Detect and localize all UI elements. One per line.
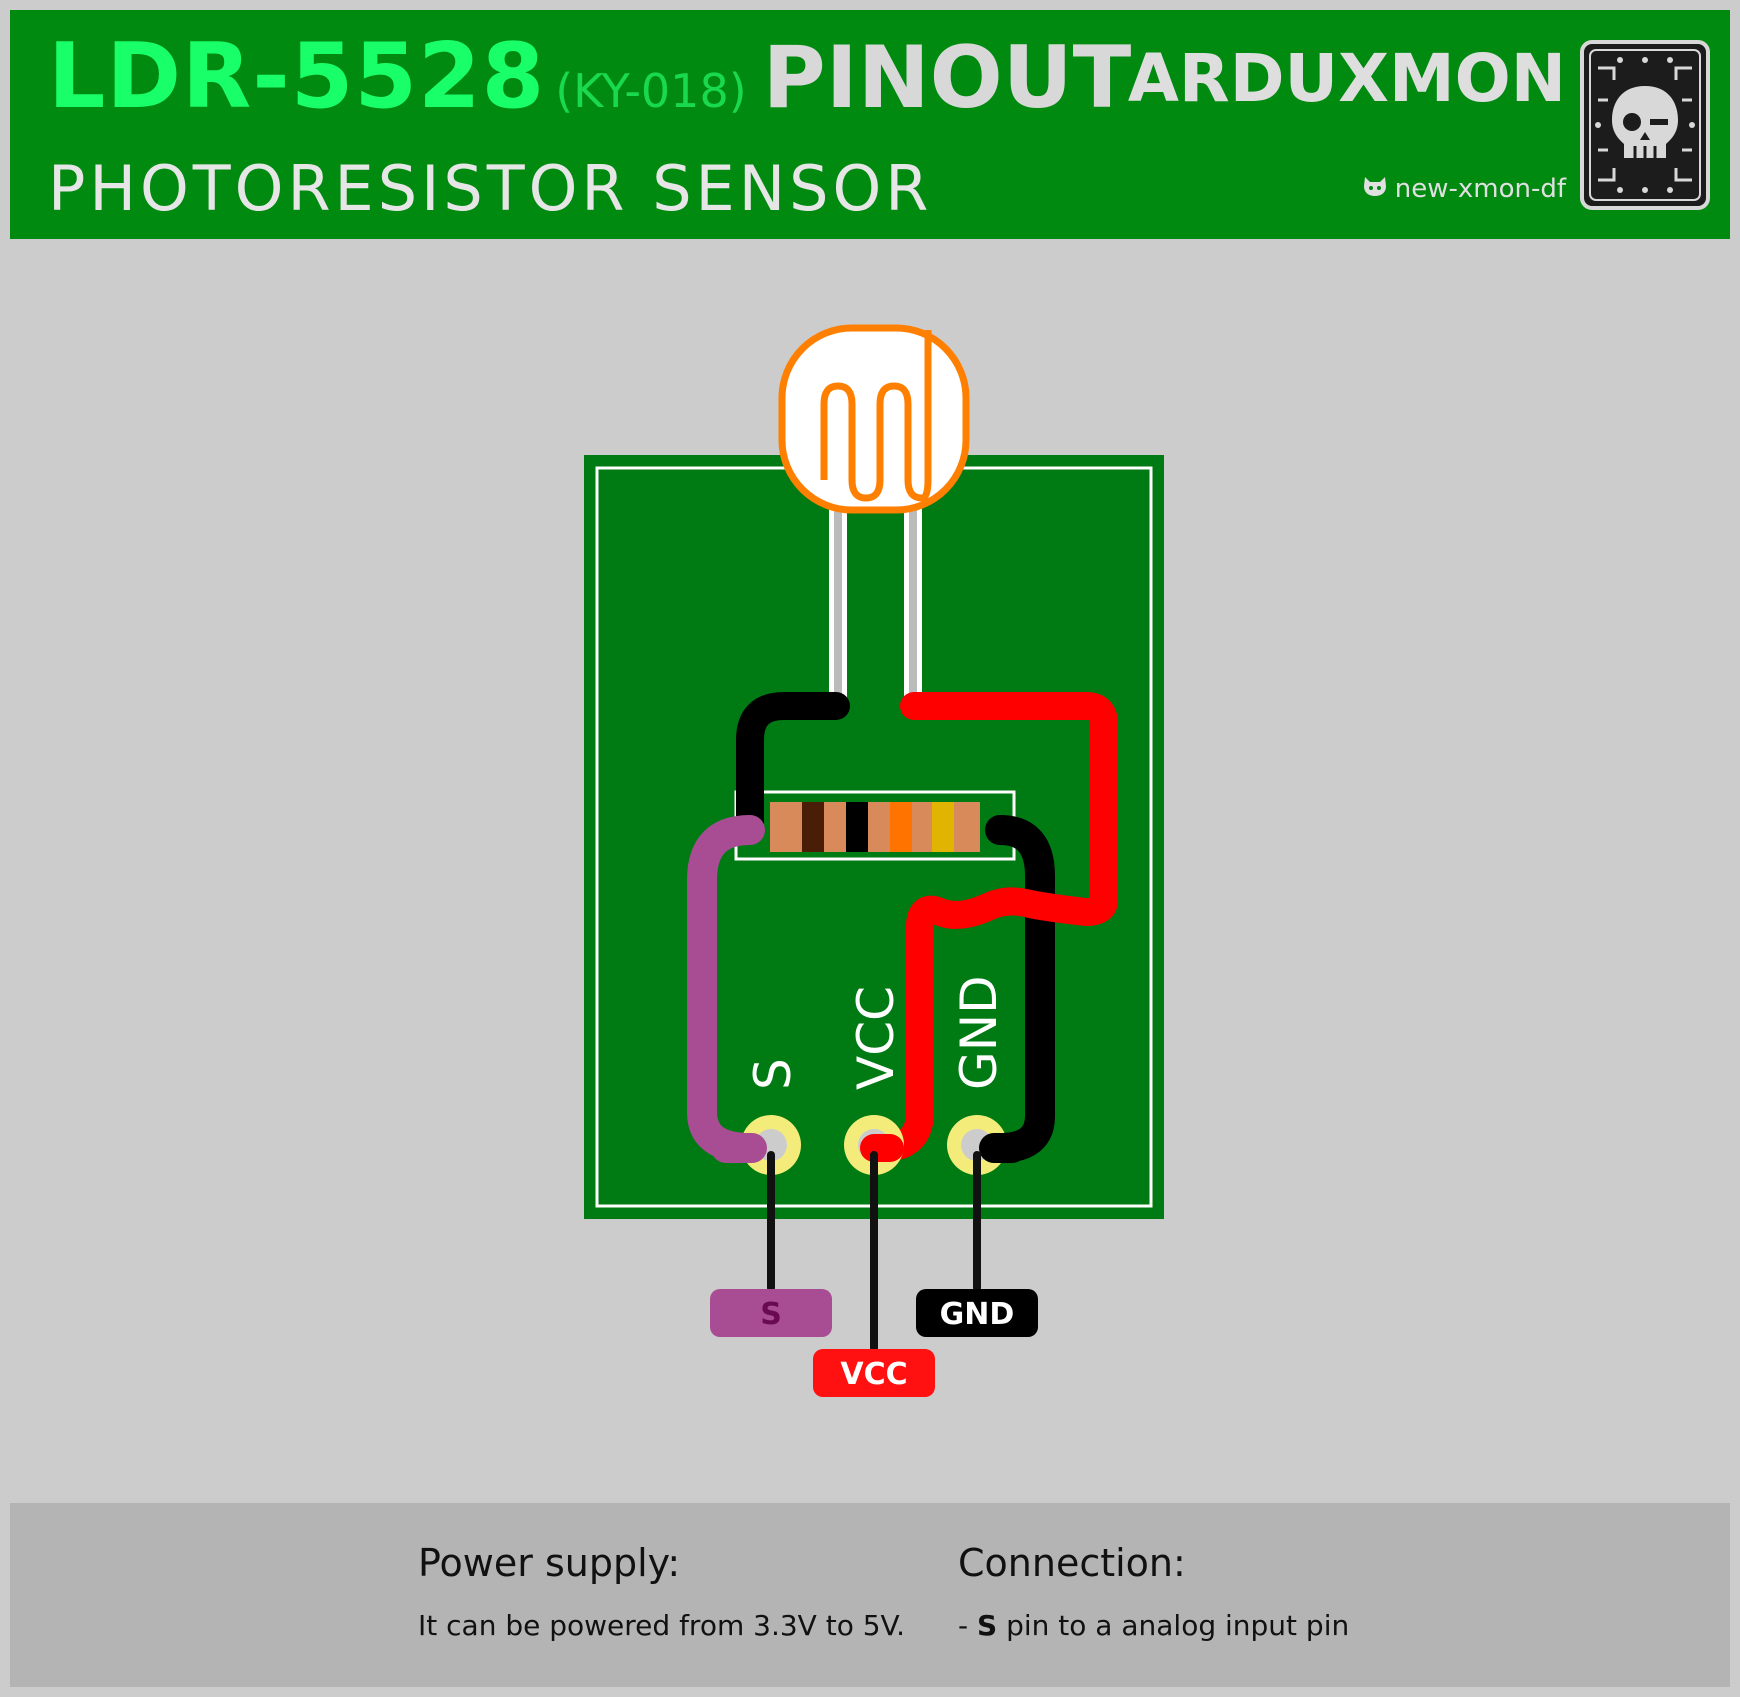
pin-tag-gnd: [916, 1289, 1038, 1337]
pin-tag-s: [710, 1289, 832, 1337]
header-banner: LDR-5528(KY-018) PINOUT PHOTORESISTOR SEN…: [10, 10, 1730, 239]
github-credit: new-xmon-df: [1361, 174, 1566, 205]
pin-label-gnd: GND: [950, 975, 1008, 1090]
connection-pin: S: [977, 1609, 998, 1642]
pin-tags: S VCC GND: [710, 1289, 1038, 1397]
pin-label-s: S: [744, 1058, 802, 1090]
connection-description: pin to a analog input pin: [997, 1609, 1350, 1642]
model-name: LDR-5528: [48, 24, 546, 129]
github-handle: new-xmon-df: [1394, 174, 1566, 204]
connection-prefix: -: [958, 1609, 978, 1642]
pin-tag-gnd-label: GND: [940, 1297, 1015, 1332]
gnd-trace: [736, 692, 850, 836]
pin-leads: [767, 1151, 981, 1352]
pin-tag-vcc: [813, 1349, 935, 1397]
pinout-word: PINOUT: [762, 28, 1132, 128]
github-icon: [1361, 174, 1389, 205]
connection-heading: Connection:: [958, 1541, 1186, 1585]
alt-model-name: (KY-018): [555, 64, 747, 118]
photoresistor-icon: [778, 324, 970, 514]
info-footer: Power supply: It can be powered from 3.3…: [10, 1503, 1730, 1687]
skull-logo-icon: [1580, 40, 1710, 210]
power-supply-text: It can be powered from 3.3V to 5V.: [418, 1609, 905, 1642]
page-title: LDR-5528(KY-018) PINOUT: [48, 24, 1131, 129]
ldr-legs: [829, 505, 922, 700]
vcc-trace: [868, 692, 1118, 1162]
connection-text: - S pin to a analog input pin: [958, 1609, 1349, 1642]
resistor-icon: [770, 802, 980, 852]
pin-tag-vcc-label: VCC: [840, 1357, 907, 1392]
power-supply-heading: Power supply:: [418, 1541, 681, 1585]
brand-name: ARDUXMON: [1127, 40, 1566, 117]
pin-labels: S VCC GND: [744, 975, 1008, 1090]
module-diagram: S VCC GND S VCC GND: [584, 324, 1164, 1397]
pin-label-vcc: VCC: [847, 986, 905, 1090]
page-subtitle: PHOTORESISTOR SENSOR: [48, 152, 933, 225]
pin-tag-s-label: S: [760, 1297, 782, 1332]
